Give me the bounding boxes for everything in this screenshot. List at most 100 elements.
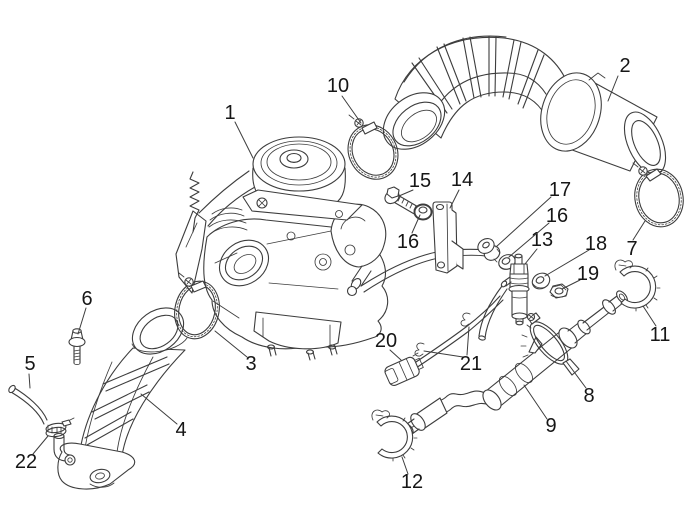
dome-top <box>252 136 346 192</box>
carburetor-drawing <box>175 136 389 361</box>
callout-label-7: 7 <box>626 238 637 260</box>
callout-label-10: 10 <box>327 75 349 97</box>
leader-line-9 <box>523 384 548 420</box>
hose-5-drawing <box>8 384 48 425</box>
manifold-flange <box>57 442 136 490</box>
dome-hole-shadow <box>287 159 301 163</box>
fuel-inlet-fitting <box>346 265 372 297</box>
valve-hex <box>509 263 529 275</box>
manifold-straps <box>84 356 170 453</box>
air-intake-hose-drawing <box>382 35 667 175</box>
carb-detail-circle-b <box>319 258 327 266</box>
leader-line-3 <box>214 330 248 358</box>
hose-collar-tab <box>588 72 606 81</box>
valve-13-drawing <box>478 253 530 341</box>
carb-left-arm-inner <box>207 186 256 227</box>
dome-step-1 <box>260 140 338 186</box>
canister-9-drawing <box>404 290 628 435</box>
throttle-barrel-lines <box>266 230 339 290</box>
bracket-14-drawing <box>432 201 464 274</box>
leader-line-4 <box>140 393 178 425</box>
dome-boss <box>279 149 309 169</box>
hose-mouth-left-lip <box>392 101 442 147</box>
bowl-drain-bolts <box>266 344 338 361</box>
callout-label-13: 13 <box>531 229 553 251</box>
callout-label-22: 22 <box>15 451 37 473</box>
callout-label-1: 1 <box>224 102 235 124</box>
callout-label-11: 11 <box>650 324 671 346</box>
nut-19-drawing <box>549 283 569 299</box>
canister-hose <box>440 390 490 413</box>
screw-15-drawing <box>384 186 421 216</box>
carb-left-plate-line <box>185 222 198 248</box>
idle-spring <box>189 171 200 233</box>
washer-16-left-drawing <box>413 203 433 221</box>
leader-line-2 <box>607 75 619 102</box>
callout-label-15: 15 <box>409 170 431 192</box>
leader-line-21 <box>423 350 464 358</box>
leader-line-8 <box>565 360 587 389</box>
valve-hose <box>478 285 508 339</box>
callout-label-12: 12 <box>401 471 423 493</box>
leader-line-17 <box>495 196 552 248</box>
leader-line-19 <box>561 279 581 290</box>
screw-threads <box>397 196 417 211</box>
callout-label-18: 18 <box>585 233 607 255</box>
phillips-screw <box>256 197 268 209</box>
venturi-ring-outer <box>218 239 270 287</box>
leader-line-20 <box>389 349 402 361</box>
rod-collar <box>602 299 616 315</box>
canister-cap-left <box>482 389 502 411</box>
callout-label-5: 5 <box>24 353 35 375</box>
plate-screw-2 <box>335 210 343 218</box>
leader-line-6 <box>77 307 87 335</box>
leader-line-15 <box>398 189 414 197</box>
cable-clip-2 <box>460 312 471 327</box>
hose-clamp-10-drawing <box>347 114 399 180</box>
carb-detail-circle-c <box>344 244 356 256</box>
float-bowl <box>253 311 342 350</box>
leader-line-16b <box>508 222 550 258</box>
hose-mouth-left-outer <box>382 92 446 150</box>
callout-label-20: 20 <box>375 330 397 352</box>
carb-left-plate <box>175 210 207 294</box>
hose-collar-inner <box>546 79 596 145</box>
clamp-22-drawing <box>45 417 75 438</box>
hose-clamp-3-drawing <box>174 272 220 340</box>
leader-line-7 <box>632 220 646 241</box>
carb-detail-circle-d <box>286 231 296 241</box>
manifold-collar-rim <box>131 337 188 353</box>
intake-manifold-drawing <box>53 307 188 490</box>
leader-line-11 <box>642 305 657 327</box>
float-bowl-lines <box>262 317 331 346</box>
callout-label-21: 21 <box>460 353 482 375</box>
carb-detail-circle-a <box>314 253 332 271</box>
screw-hex-head <box>386 186 400 199</box>
vacuum-nipple-fitting <box>53 432 76 466</box>
leader-line-16a <box>411 214 421 234</box>
hose-cage-ribs <box>403 35 547 125</box>
bolt-threads <box>73 349 81 361</box>
callout-label-14: 14 <box>451 169 473 191</box>
diaphragm-dome <box>252 136 346 207</box>
connector-20-drawing <box>384 356 424 386</box>
carb-ribbed-stack <box>208 207 248 235</box>
hose-collar-flange <box>540 72 602 152</box>
callout-label-2: 2 <box>619 55 630 77</box>
canister-fin <box>528 336 543 354</box>
spring-clamp-11-drawing <box>614 259 661 312</box>
leader-line-21-1 <box>466 326 470 356</box>
carb-top-plate <box>242 189 363 221</box>
callout-label-17: 17 <box>549 179 571 201</box>
bolt-flange <box>68 336 86 348</box>
callout-label-19: 19 <box>577 263 599 285</box>
manifold-mouth-inner <box>139 314 179 350</box>
manifold-mouth-outer <box>131 307 185 355</box>
venturi-ring-mid <box>224 245 264 281</box>
leader-line-5 <box>28 373 31 389</box>
leader-line-18 <box>544 249 590 277</box>
bolt-6-drawing <box>68 328 86 365</box>
dome-step-2 <box>266 143 332 181</box>
